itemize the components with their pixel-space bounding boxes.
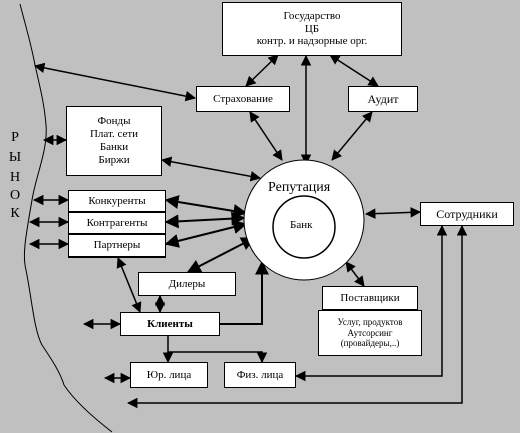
arrow-funds-reputation <box>160 156 262 182</box>
arrow-audit-reputation <box>331 111 373 161</box>
employees-node: Сотрудники <box>420 202 514 226</box>
arrow-state-insurance <box>245 54 279 87</box>
market-letter-1: Р <box>11 130 19 145</box>
arrow-reputation-dealers <box>186 237 256 273</box>
arrow-counterparties-reputation <box>164 211 246 229</box>
arrow-employees-market <box>126 224 468 409</box>
suppliers-details-node: Услуг, продуктов Аутсорсинг (провайдеры,… <box>318 310 422 356</box>
suppliers-detail-2: Аутсорсинг <box>347 327 393 338</box>
arrow-partners-reputation <box>164 220 248 248</box>
arrow-reputation-suppliers <box>345 261 365 287</box>
funds-line-4: Биржи <box>98 153 130 166</box>
funds-node: Фонды Плат. сети Банки Биржи <box>66 106 162 176</box>
funds-line-3: Банки <box>99 141 129 153</box>
state-line-3: контр. и надзорные орг. <box>256 35 368 48</box>
state-line-2: ЦБ <box>304 22 320 35</box>
partners-label: Партнеры <box>93 239 141 252</box>
bank-label: Банк <box>290 219 313 231</box>
employees-label: Сотрудники <box>436 206 498 221</box>
competitors-label: Конкуренты <box>88 194 146 207</box>
arrow-partners-clients <box>116 257 142 313</box>
dealers-node: Дилеры <box>138 272 236 296</box>
suppliers-node: Поставщики <box>322 286 418 310</box>
counterparties-node: Контрагенты <box>68 212 166 234</box>
arrow-clients-split <box>167 336 268 364</box>
insurance-label: Страхование <box>213 92 273 105</box>
state-line-1: Государство <box>283 9 341 22</box>
market-letter-5: К <box>10 206 20 221</box>
arrow-reputation-employees <box>364 207 422 219</box>
audit-node: Аудит <box>348 86 418 112</box>
counterparties-label: Контрагенты <box>86 216 148 229</box>
arrow-competitors-reputation <box>164 195 248 218</box>
legal-entities-node: Юр. лица <box>130 362 208 388</box>
insurance-node: Страхование <box>196 86 290 112</box>
funds-line-2: Плат. сети <box>89 128 139 141</box>
market-letter-4: О <box>9 188 21 203</box>
reputation-label: Репутация <box>268 180 331 195</box>
arrow-market-insurance <box>33 62 197 102</box>
arrow-insurance-reputation <box>249 111 283 161</box>
audit-label: Аудит <box>367 91 399 106</box>
suppliers-label: Поставщики <box>340 291 400 304</box>
partners-node: Партнеры <box>68 234 166 258</box>
legal-entities-label: Юр. лица <box>146 368 192 381</box>
market-letter-3: Н <box>9 170 21 185</box>
suppliers-detail-3: (провайдеры,..) <box>340 338 400 349</box>
market-letter-2: Ы <box>8 150 22 165</box>
state-node: Государство ЦБ контр. и надзорные орг. <box>222 2 402 56</box>
arrow-state-audit <box>329 54 379 87</box>
clients-node: Клиенты <box>120 312 220 336</box>
bank-circle <box>272 195 336 259</box>
dealers-label: Дилеры <box>168 277 206 290</box>
suppliers-detail-1: Услуг, продуктов <box>337 317 403 328</box>
competitors-node: Конкуренты <box>68 190 166 212</box>
individuals-label: Физ. лица <box>236 368 284 381</box>
clients-label: Клиенты <box>147 317 193 330</box>
funds-line-1: Фонды <box>97 115 131 128</box>
individuals-node: Физ. лица <box>224 362 296 388</box>
